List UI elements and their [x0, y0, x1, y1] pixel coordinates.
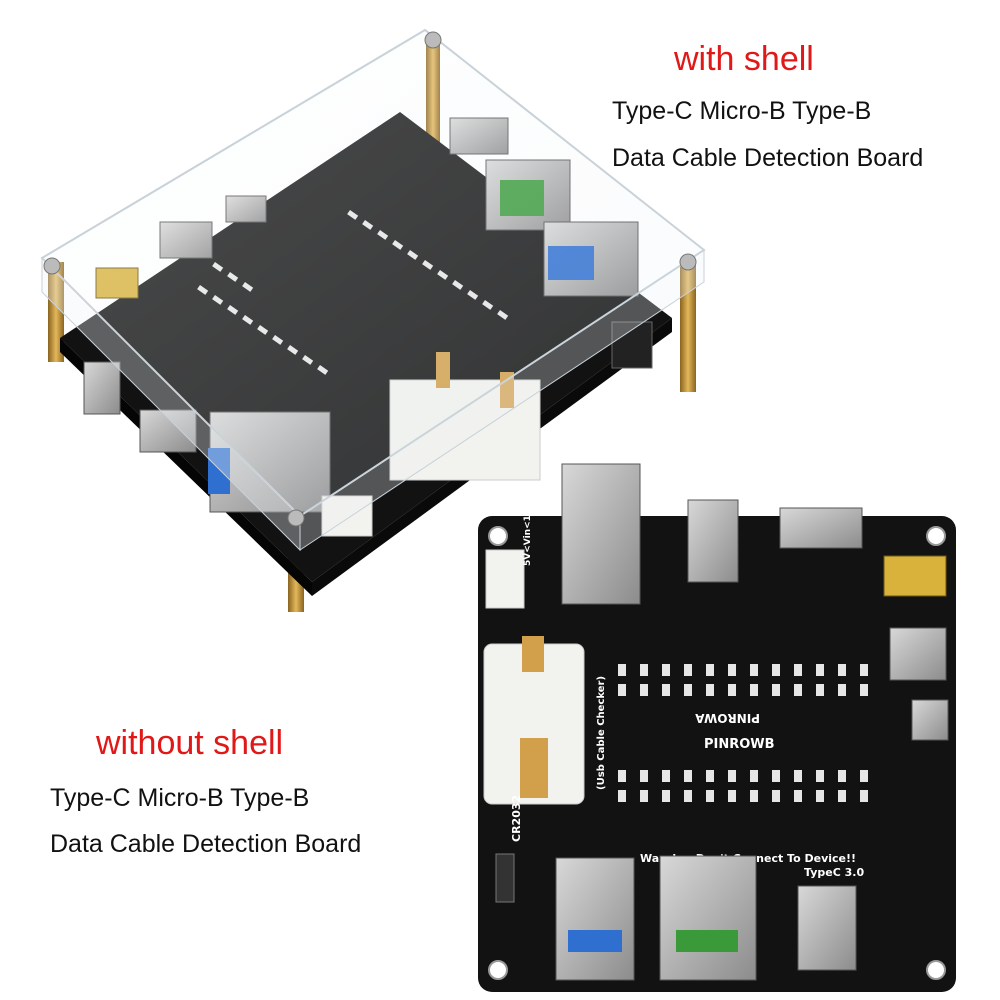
- battery-label: CR2032: [510, 795, 523, 842]
- typec-connector: [797, 885, 857, 971]
- brand-a-label: PINROWA: [695, 711, 760, 725]
- power-connector: [485, 549, 525, 609]
- with-shell-heading: with shell: [674, 40, 814, 78]
- mounting-hole: [926, 960, 946, 980]
- board-with-shell: [40, 28, 706, 612]
- mounting-hole: [926, 526, 946, 546]
- mounting-hole: [488, 960, 508, 980]
- typec-connector: [687, 499, 739, 583]
- micro-usb-connector: [779, 507, 863, 549]
- usb-b-connector: [561, 463, 641, 605]
- pcb-edge: [60, 338, 312, 596]
- micro-usb-connector: [911, 699, 949, 741]
- without-shell-board-name: Data Cable Detection Board: [50, 830, 362, 858]
- board-without-shell: PINROWB PINROWA Warning Don't Connect To…: [478, 463, 956, 992]
- with-shell-connector-list: Type-C Micro-B Type-B: [612, 97, 872, 125]
- lightning-connector: [83, 361, 121, 415]
- typec-connector: [139, 409, 197, 453]
- standoff: [48, 262, 64, 362]
- with-shell-board-name: Data Cable Detection Board: [612, 144, 924, 172]
- led-array-b: [618, 770, 868, 802]
- usb-a-connector: [555, 857, 635, 981]
- switch: [611, 321, 653, 369]
- lightning-connector: [889, 627, 947, 681]
- brand-b-label: PINROWB: [704, 737, 775, 752]
- switch: [495, 853, 515, 903]
- battery-contact: [520, 738, 548, 798]
- mini-usb-connector: [883, 555, 947, 597]
- screw: [679, 253, 697, 271]
- battery-contact: [522, 636, 544, 672]
- screw: [287, 509, 305, 527]
- usb-a-connector: [659, 855, 757, 981]
- screw: [43, 257, 61, 275]
- checker-label: (Usb Cable Checker): [596, 676, 607, 790]
- standoff: [680, 262, 696, 392]
- vin-range-label: 5V<Vin<12V: [523, 502, 533, 566]
- usb-a-blue-insert: [568, 930, 622, 952]
- usb-a-green-insert: [676, 930, 738, 952]
- led-array-a: [618, 664, 868, 696]
- without-shell-heading: without shell: [96, 724, 284, 762]
- typec-label: TypeC 3.0: [804, 866, 864, 879]
- usb-b-blue-insert: [208, 448, 230, 494]
- acrylic-side: [299, 249, 705, 551]
- screw: [424, 31, 442, 49]
- without-shell-connector-list: Type-C Micro-B Type-B: [50, 784, 310, 812]
- mounting-hole: [488, 526, 508, 546]
